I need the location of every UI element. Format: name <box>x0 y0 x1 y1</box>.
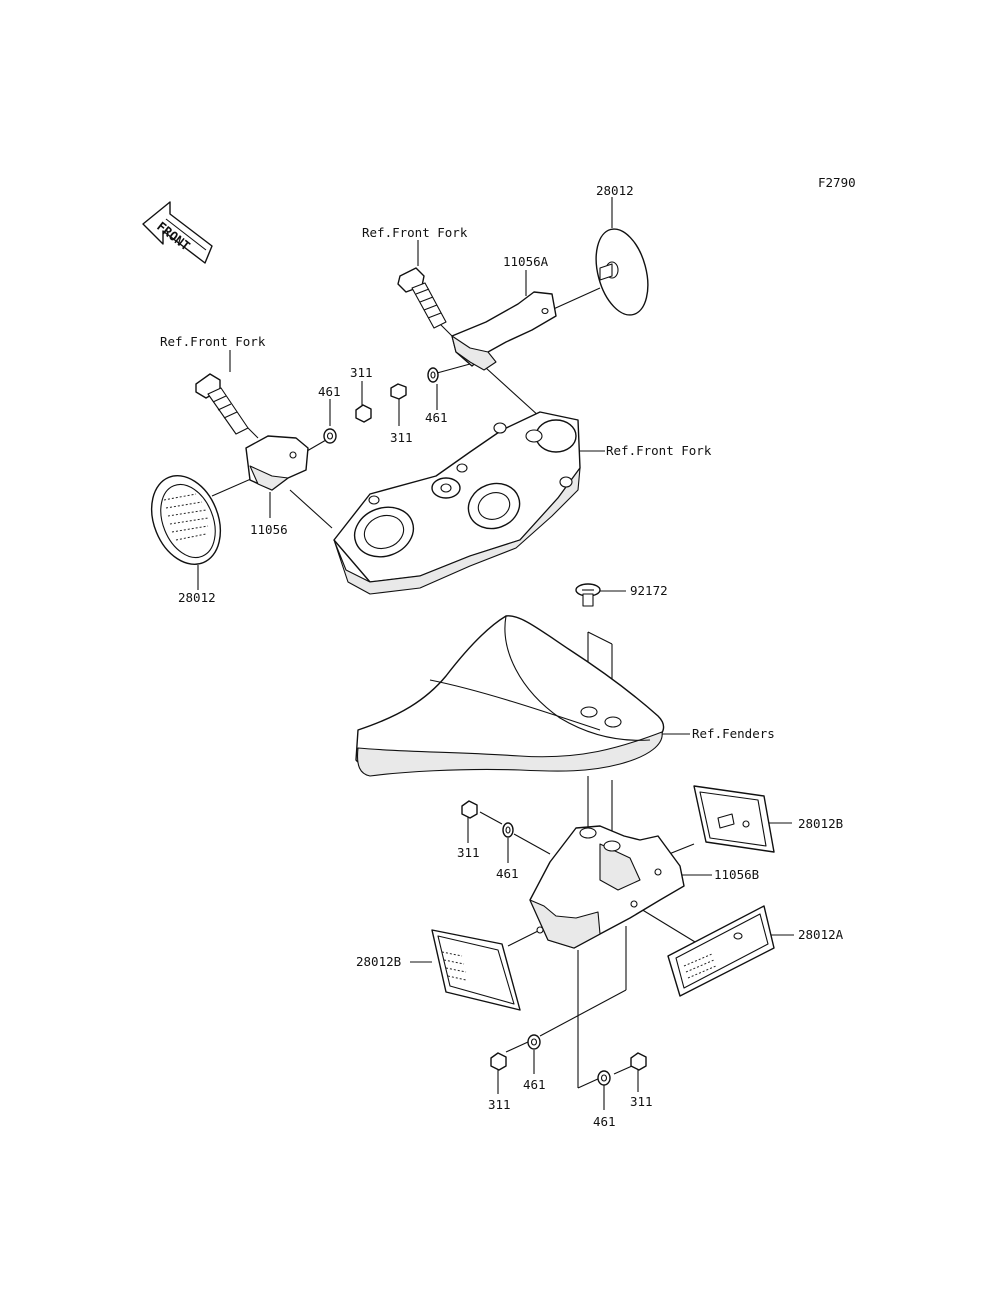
label-nut-311-e: 311 <box>630 1094 653 1109</box>
nut-311-upper-left-icon <box>355 404 372 423</box>
bolt-front-fork-top-icon <box>397 267 447 329</box>
front-fender-icon <box>355 615 665 777</box>
label-ref-front-fork-top: Ref.Front Fork <box>362 225 468 240</box>
washer-461-lower-c-icon <box>597 1070 611 1086</box>
label-ref-fenders: Ref.Fenders <box>692 726 775 741</box>
bracket-11056-icon <box>245 435 309 491</box>
label-reflector-28012b-right: 28012B <box>798 816 843 831</box>
nut-311-upper-middle-icon <box>390 383 407 400</box>
label-nut-311-a: 311 <box>350 365 373 380</box>
reflector-28012-top-icon <box>595 228 649 316</box>
reflector-28012b-right-icon <box>693 785 775 853</box>
washer-461-lower-b-icon <box>527 1034 541 1050</box>
bracket-11056b-icon <box>529 825 685 949</box>
washer-461-upper-middle-icon <box>427 367 439 383</box>
label-nut-311-c: 311 <box>457 845 480 860</box>
label-bracket-11056b: 11056B <box>714 867 759 882</box>
label-ref-front-fork-right: Ref.Front Fork <box>606 443 712 458</box>
label-washer-461-b: 461 <box>425 410 448 425</box>
fork-clamp-icon <box>333 411 581 595</box>
bracket-11056a-icon <box>451 291 557 371</box>
nut-311-lower-a-icon <box>461 800 478 819</box>
label-screw-92172: 92172 <box>630 583 668 598</box>
screw-92172-icon <box>575 583 601 607</box>
label-bracket-11056: 11056 <box>250 522 288 537</box>
label-reflector-28012a: 28012A <box>798 927 844 942</box>
washer-461-upper-left-icon <box>323 428 337 444</box>
label-reflector-28012-left: 28012 <box>178 590 216 605</box>
bolt-front-fork-left-icon <box>195 373 249 435</box>
reflector-28012-left-icon <box>150 474 222 566</box>
figure-code: F2790 <box>818 175 856 190</box>
reflector-28012a-right-icon <box>667 905 775 997</box>
label-ref-front-fork-left: Ref.Front Fork <box>160 334 266 349</box>
label-reflector-28012b-left: 28012B <box>356 954 401 969</box>
label-washer-461-c: 461 <box>496 866 519 881</box>
label-washer-461-d: 461 <box>523 1077 546 1092</box>
reflector-28012b-left-icon <box>431 929 521 1011</box>
label-washer-461-e: 461 <box>593 1114 616 1129</box>
label-bracket-11056a: 11056A <box>503 254 549 269</box>
front-arrow-icon: FRONT <box>142 201 213 264</box>
nut-311-lower-b-icon <box>490 1052 507 1071</box>
label-nut-311-b: 311 <box>390 430 413 445</box>
label-nut-311-d: 311 <box>488 1097 511 1112</box>
label-washer-461-a: 461 <box>318 384 341 399</box>
label-reflector-28012-top: 28012 <box>596 183 634 198</box>
washer-461-lower-a-icon <box>502 822 514 838</box>
nut-311-lower-c-icon <box>630 1052 647 1071</box>
